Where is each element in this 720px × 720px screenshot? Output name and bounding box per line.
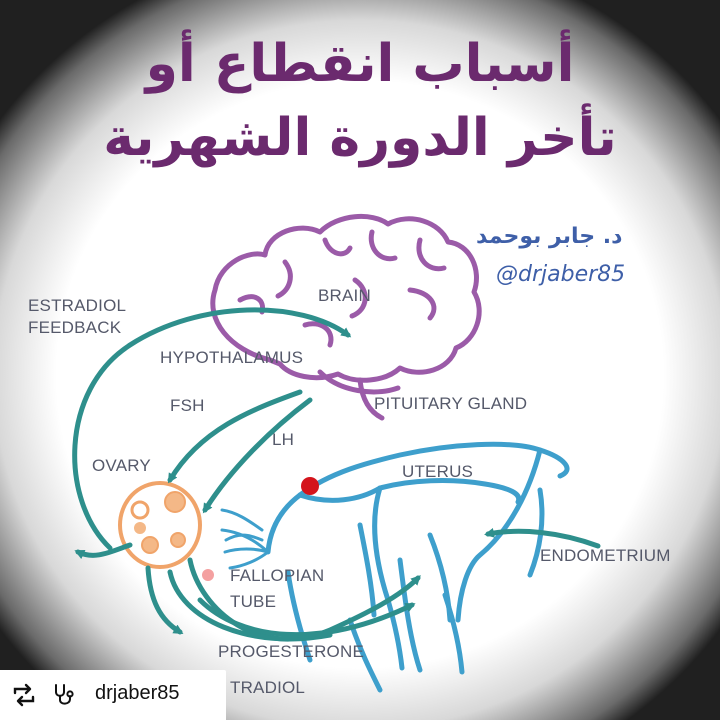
label-estradiol-feedback-2: FEEDBACK <box>28 318 122 337</box>
label-brain: BRAIN <box>318 286 371 305</box>
label-endometrium: ENDOMETRIUM <box>540 546 671 565</box>
label-fsh: FSH <box>170 396 205 415</box>
stethoscope-icon <box>55 684 74 705</box>
author-handle: @drjaber85 <box>496 262 626 287</box>
brain-illustration <box>210 213 482 421</box>
repost-username[interactable]: drjaber85 <box>95 682 180 704</box>
repost-footer: drjaber85 <box>0 670 226 720</box>
title-line-1: أسباب انقطاع أو <box>145 34 575 94</box>
title-line-2: تأخر الدورة الشهرية <box>103 108 617 168</box>
fimbriae-illustration <box>220 508 270 570</box>
repost-icon[interactable] <box>10 682 38 708</box>
released-egg-dot <box>202 569 214 581</box>
endometrium-arrow <box>484 527 601 549</box>
label-hypothalamus: HYPOTHALAMUS <box>160 348 304 367</box>
ovary-illustration <box>118 481 214 581</box>
label-fallopian: FALLOPIAN <box>230 566 325 585</box>
label-lh: LH <box>272 430 295 449</box>
label-uterus: UTERUS <box>402 462 474 481</box>
egg-dot <box>301 477 319 495</box>
author-name: د. جابر بوحمد <box>476 224 623 249</box>
label-pituitary-gland: PITUITARY GLAND <box>374 394 528 413</box>
label-tube: TUBE <box>230 592 277 611</box>
label-ovary: OVARY <box>92 456 151 475</box>
hormone-arrows <box>72 307 421 642</box>
label-estradiol: TRADIOL <box>230 678 306 697</box>
label-estradiol-feedback-1: ESTRADIOL <box>28 296 127 315</box>
label-progesterone: PROGESTERONE <box>218 642 364 661</box>
